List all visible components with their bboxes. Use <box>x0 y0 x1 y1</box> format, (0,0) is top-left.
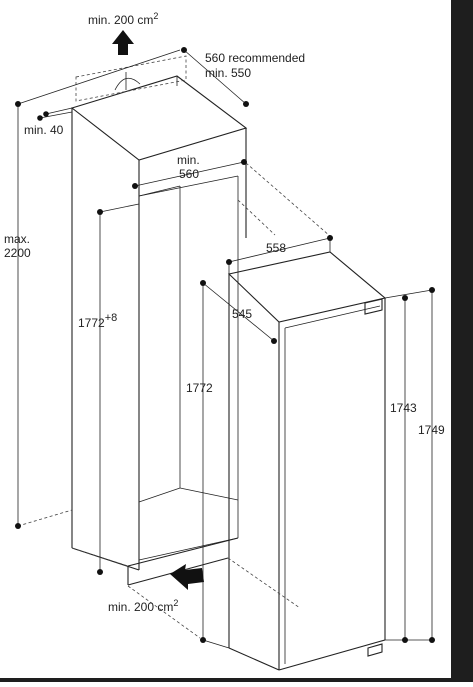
bottom-edge-bar <box>0 678 473 682</box>
label-appliance-width: 558 <box>266 241 286 255</box>
label-height-1743: 1743 <box>390 401 417 415</box>
label-niche-height: 1772+8 <box>78 312 117 330</box>
labels: min. 200 cm2 560 recommended min. 550 mi… <box>4 11 445 614</box>
appliance-fridge <box>227 251 387 671</box>
label-depth-recommended: 560 recommended <box>205 51 305 65</box>
label-niche-width: 560 <box>179 167 199 181</box>
dimension-markers <box>15 47 435 643</box>
label-niche-width-min: min. <box>177 153 200 167</box>
right-edge-bar <box>451 0 473 682</box>
label-max-height-2: 2200 <box>4 246 31 260</box>
up-arrow-icon <box>112 30 134 55</box>
niche-cabinet <box>70 75 248 586</box>
right-arrow-icon <box>170 564 204 590</box>
top-ventilation <box>75 30 187 102</box>
label-bottom-vent: min. 200 cm2 <box>108 598 178 614</box>
label-height-1749: 1749 <box>418 423 445 437</box>
label-appliance-niche-height: 1772 <box>186 381 213 395</box>
label-max-height-1: max. <box>4 232 30 246</box>
guide-lines <box>17 162 331 639</box>
label-depth-min: min. 550 <box>205 66 251 80</box>
dimension-lines <box>17 49 433 649</box>
label-min-40: min. 40 <box>24 123 64 137</box>
label-top-vent: min. 200 cm2 <box>88 11 158 27</box>
label-appliance-depth: 545 <box>232 307 252 321</box>
